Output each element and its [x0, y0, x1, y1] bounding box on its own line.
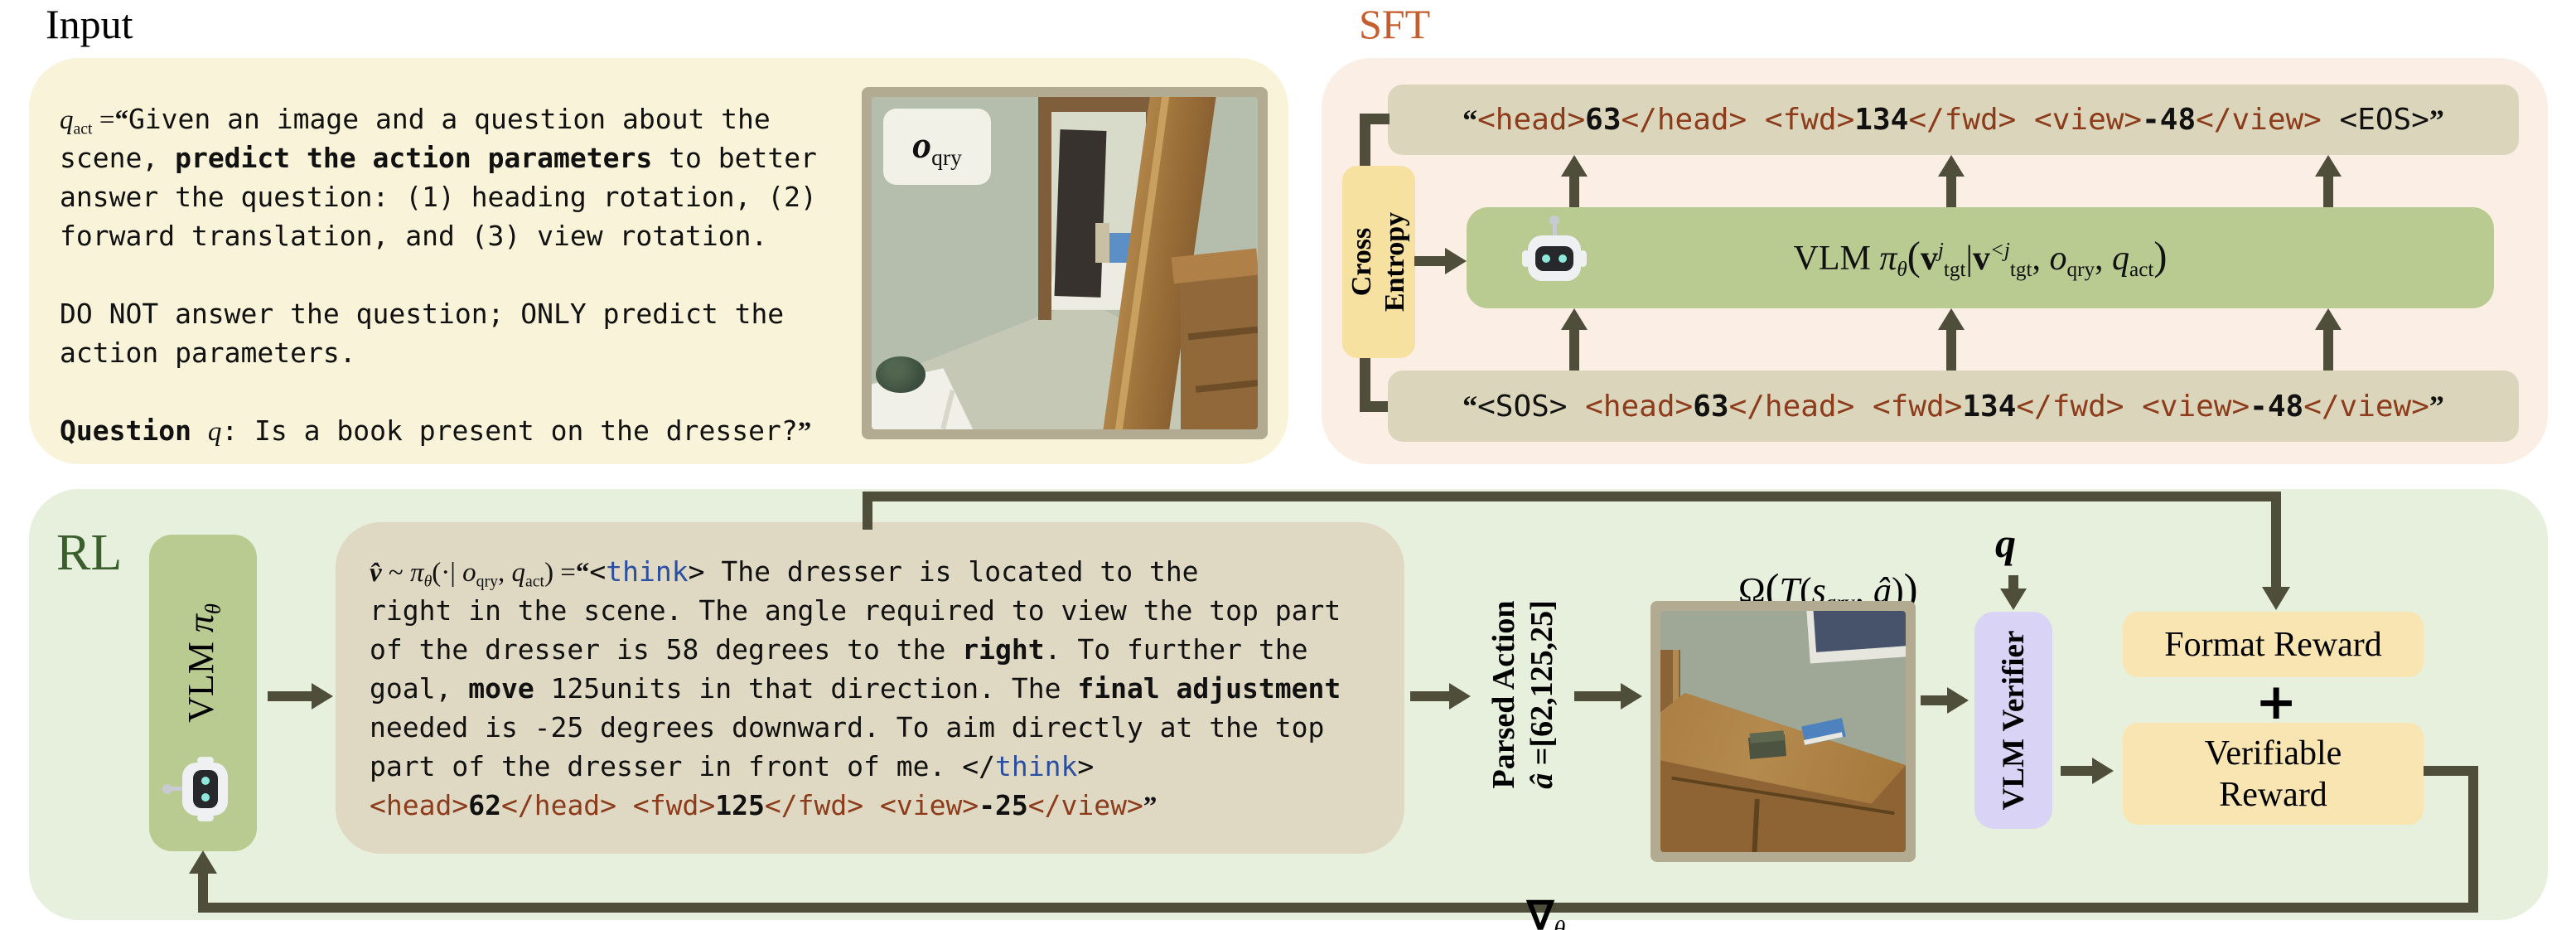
ce-connector-bottom-v	[1360, 352, 1370, 412]
prompt-line: qact =“Given an image and a question abo…	[60, 103, 771, 138]
arrow-q-to-verifier	[2000, 575, 2027, 610]
robot-icon	[1520, 216, 1589, 287]
feedback-top-h	[863, 492, 2281, 501]
arrowhead-into-format-reward	[2262, 587, 2290, 610]
prompt-text: qact =“Given an image and a question abo…	[60, 99, 817, 450]
prompt-line: scene, predict the action parameters to …	[60, 142, 817, 174]
obs-label-chip: oqry	[883, 109, 991, 185]
sft-vlm-box: VLM πθ(vjtgt|v<jtgt, oqry, qact)	[1467, 207, 2494, 308]
question-label: q	[1995, 520, 2016, 566]
verifiable-reward-box: Verifiable Reward	[2123, 723, 2424, 825]
obs-label: oqry	[912, 124, 962, 170]
arrow-vlm-to-think	[268, 683, 333, 710]
arrow-vlm-in-1	[1561, 308, 1588, 371]
think-line: of the dresser is 58 degrees to the righ…	[370, 633, 1308, 666]
robot-icon	[162, 754, 234, 824]
arrow-vlm-out-2	[1938, 155, 1965, 207]
arrow-vlm-out-3	[2315, 155, 2342, 207]
arrow-ce-to-vlm	[1414, 248, 1467, 274]
input-title: Input	[46, 1, 133, 47]
prompt-line: forward translation, and (3) view rotati…	[60, 220, 768, 252]
prompt-line: answer the question: (1) heading rotatio…	[60, 181, 817, 213]
ce-connector-bottom-h	[1360, 401, 1389, 412]
think-line: needed is -25 degrees downward. To aim d…	[370, 711, 1325, 744]
ce-connector-top-v	[1360, 114, 1370, 172]
vlm-verifier-label: VLM Verifier	[1974, 612, 2052, 829]
prompt-line: Question q: Is a book present on the dre…	[60, 414, 812, 447]
format-reward-label: Format Reward	[2164, 625, 2382, 664]
gradient-symbol: ∇θ	[1527, 894, 1566, 930]
arrow-vlm-in-3	[2315, 308, 2342, 371]
cross-entropy-label: Cross Entropy	[1342, 166, 1415, 358]
feedback-bottom-h	[198, 903, 2478, 913]
think-line: v̂ ~ πθ(·| oqry, qact) =“<think> The dre…	[370, 555, 1199, 591]
arrow-verifier-to-reward	[2061, 758, 2114, 784]
prompt-line: action parameters.	[60, 337, 356, 369]
feedback-right-h	[2424, 766, 2478, 776]
vlm-verifier-text: VLM Verifier	[1996, 630, 2031, 811]
vlm-verifier-box	[1974, 612, 2052, 829]
sft-vlm-formula: VLM πθ(vjtgt|v<jtgt, oqry, qact)	[1793, 234, 2168, 282]
rl-title: RL	[56, 525, 123, 581]
verifiable-reward-line2: Reward	[2219, 775, 2327, 814]
cross-entropy-line2: Entropy	[1380, 211, 1410, 312]
think-line: <head>62</head> <fwd>125</fwd> <view>-25…	[370, 789, 1158, 821]
gradient-label: ∇θ	[1487, 847, 1565, 930]
query-observation-image: oqry	[872, 97, 1258, 429]
cross-entropy-box	[1342, 166, 1415, 358]
think-line: part of the dresser in front of me. </th…	[370, 750, 1095, 782]
think-box	[336, 522, 1404, 854]
parsed-action-label: Parsed Action â =[62,125,25]	[1483, 570, 1563, 819]
arrowhead-into-vlm	[189, 850, 217, 874]
parsed-action-line2: â =[62,125,25]	[1525, 600, 1559, 789]
transformed-scene-frame	[1650, 601, 1916, 862]
feedback-left-v	[198, 869, 208, 908]
transformed-scene-image	[1660, 611, 1906, 852]
feedback-top-stub	[863, 496, 872, 530]
parsed-action-line1: Parsed Action	[1486, 600, 1521, 789]
sft-target-tokens: “<head>63</head> <fwd>134</fwd> <view>-4…	[1388, 85, 2519, 155]
plus-sign: +	[2255, 673, 2298, 731]
rl-vlm-label-text: VLM πθ	[181, 603, 225, 723]
prompt-line: DO NOT answer the question; ONLY predict…	[60, 298, 785, 330]
arrow-vlm-in-2	[1938, 308, 1965, 371]
arrow-scene-to-verifier	[1921, 687, 1969, 714]
sft-title: SFT	[1359, 1, 1431, 47]
cross-entropy-line1: Cross	[1346, 227, 1377, 297]
feedback-right-v	[2468, 766, 2478, 913]
think-line: goal, move 125units in that direction. T…	[370, 672, 1341, 705]
prompt-line	[60, 255, 817, 294]
arrow-think-to-parsed	[1410, 683, 1471, 710]
prompt-line	[60, 372, 817, 411]
feedback-top-v	[2271, 492, 2281, 590]
format-reward-box: Format Reward	[2123, 612, 2424, 677]
ce-connector-top-h	[1360, 114, 1389, 124]
think-text: v̂ ~ πθ(·| oqry, qact) =“<think> The dre…	[370, 552, 1341, 825]
arrow-vlm-out-1	[1561, 155, 1588, 207]
think-line: right in the scene. The angle required t…	[370, 594, 1341, 627]
verifiable-reward-line1: Verifiable	[2204, 734, 2342, 773]
sft-input-tokens: “<SOS> <head>63</head> <fwd>134</fwd> <v…	[1388, 371, 2519, 442]
query-observation-frame: oqry	[862, 87, 1268, 439]
arrow-parsed-to-scene	[1574, 683, 1642, 710]
